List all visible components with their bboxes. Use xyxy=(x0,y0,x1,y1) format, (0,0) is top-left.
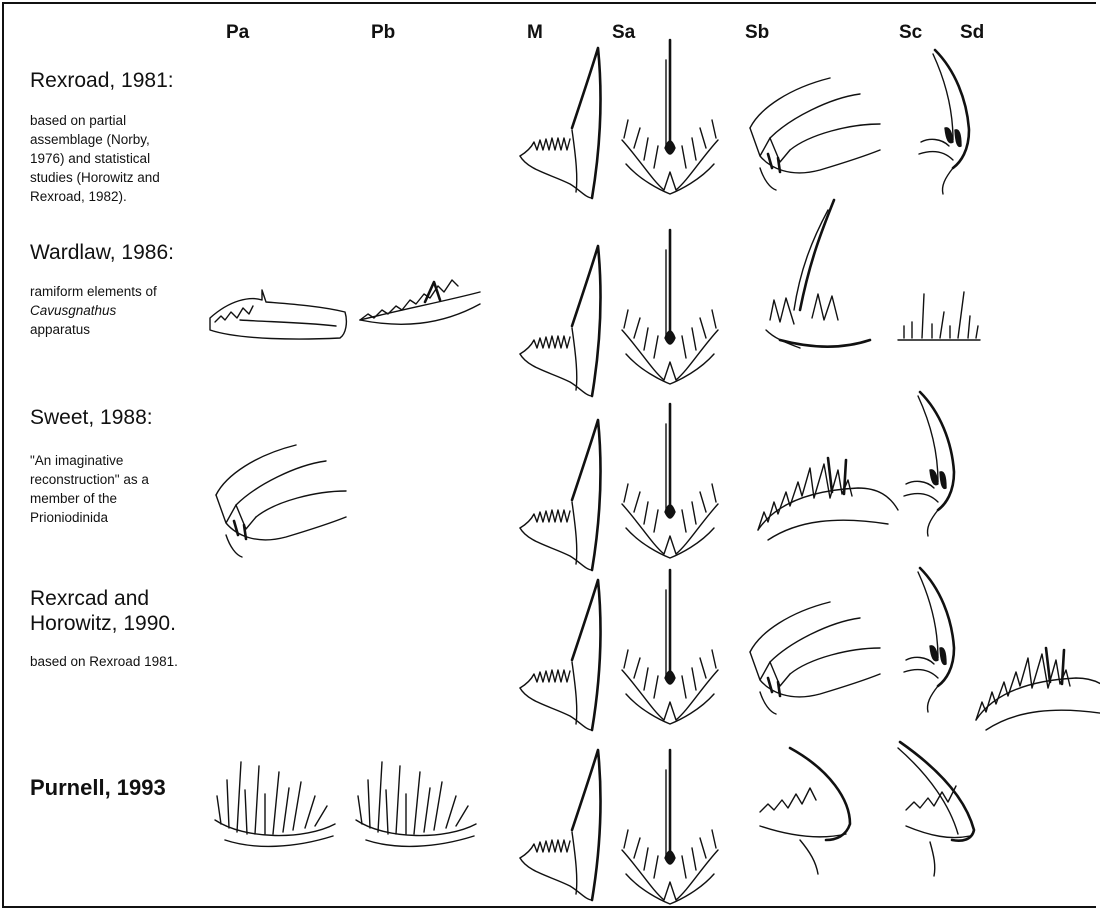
drawing-sa-row4 xyxy=(622,570,718,724)
drawing-pa-row2 xyxy=(210,290,346,339)
drawing-pa-row3 xyxy=(216,445,346,557)
drawing-sa-row1 xyxy=(622,40,718,194)
drawing-pa-row5 xyxy=(215,762,335,846)
drawing-sb-row1 xyxy=(750,78,880,190)
drawing-sa-row3 xyxy=(622,404,718,558)
drawing-sa-row5 xyxy=(622,750,718,904)
drawing-pb-row2 xyxy=(360,280,480,324)
drawing-m-row3 xyxy=(520,420,600,570)
drawing-sc-row1 xyxy=(919,50,969,194)
drawing-pb-row5 xyxy=(356,762,476,846)
drawing-sb-row3 xyxy=(758,458,898,540)
drawing-sd-row4 xyxy=(976,648,1100,730)
drawing-sc-row4 xyxy=(904,568,954,712)
drawing-sb-row5 xyxy=(760,748,850,874)
drawing-sa-row2 xyxy=(622,230,718,384)
drawing-sb-row2 xyxy=(766,200,870,348)
drawing-m-row4 xyxy=(520,580,600,730)
drawing-sd-row2 xyxy=(898,292,980,340)
drawing-m-row1 xyxy=(520,48,600,198)
drawing-sb-row4 xyxy=(750,602,880,714)
drawing-m-row2 xyxy=(520,246,600,396)
drawing-m-row5 xyxy=(520,750,600,900)
drawing-sc-row5 xyxy=(898,742,974,876)
drawing-sc-row3 xyxy=(904,392,954,536)
